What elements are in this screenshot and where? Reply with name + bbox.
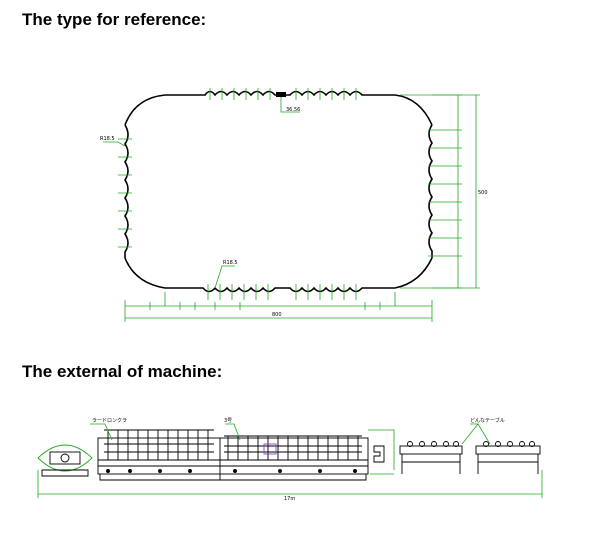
conveyor-label: どんなテーブル — [470, 417, 505, 424]
total-width-label: 800 — [272, 312, 282, 318]
frame-label: 3号 — [224, 418, 232, 424]
machine-dimensions — [37, 423, 543, 498]
output-table-1 — [399, 441, 463, 474]
cutter — [373, 445, 385, 463]
decoiler-label: ラードロンクラ — [92, 418, 127, 424]
machine-heading: The external of machine: — [22, 362, 223, 381]
left-dim-label: R18.5 — [100, 136, 115, 142]
top-dim-label: 36.56 — [286, 107, 300, 113]
roll-forming-frame — [97, 429, 369, 481]
total-height-label: 500 — [478, 190, 488, 196]
profile-outline — [124, 90, 433, 293]
total-length-label: 17m — [284, 496, 295, 502]
reference-heading: The type for reference: — [22, 10, 207, 29]
output-table-2 — [475, 441, 541, 474]
bottom-dim-label: R18.5 — [223, 260, 238, 266]
profile-dimensions — [103, 88, 480, 322]
decoiler — [37, 444, 93, 477]
